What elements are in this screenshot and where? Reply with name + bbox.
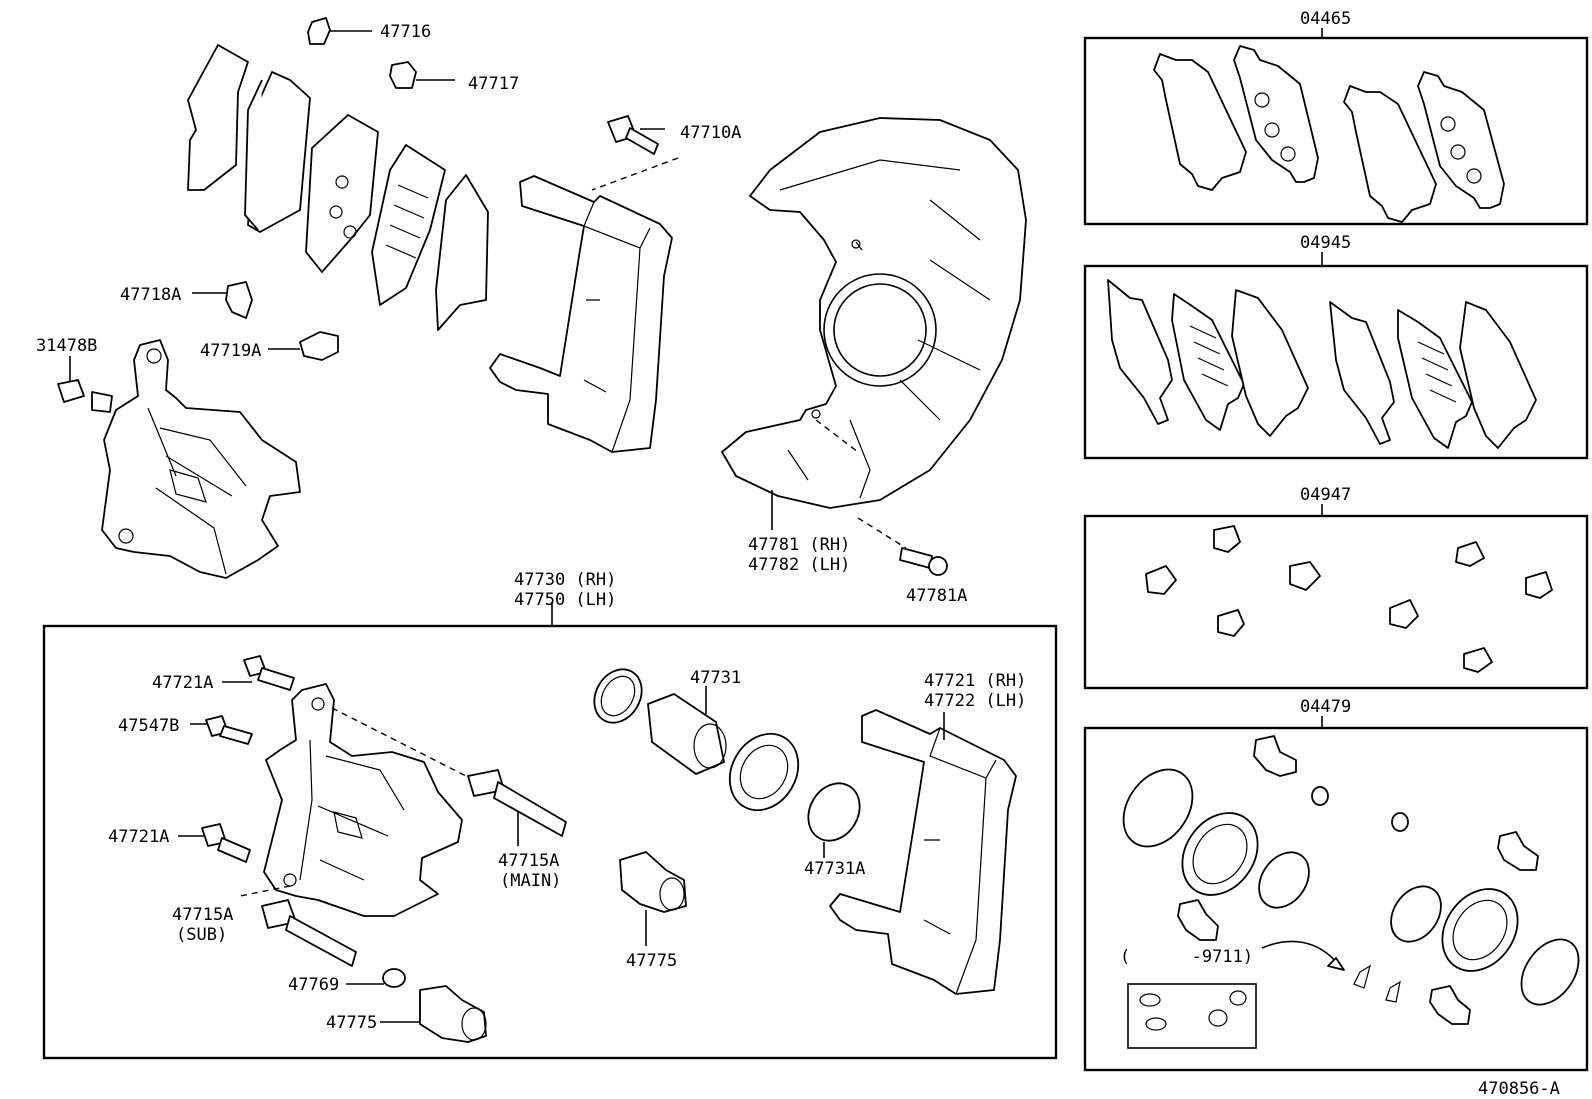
diagram-reference-number: 470856-A <box>1478 1079 1560 1099</box>
kit-04465-box <box>1083 36 1589 226</box>
clip-47717 <box>389 61 455 89</box>
label-47717: 47717 <box>468 74 519 94</box>
part-labels: 47716 47717 47710A 47718A 47719A 31478B … <box>36 9 1560 1099</box>
clip-47716 <box>307 17 372 45</box>
label-date-range: ( -9711) <box>1120 947 1253 967</box>
label-kit-04945: 04945 <box>1300 233 1351 253</box>
disc-dust-cover <box>721 117 1027 530</box>
kit-04947-clips <box>1145 525 1553 673</box>
label-47781-rh: 47781 (RH) <box>748 535 850 555</box>
label-47718A: 47718A <box>120 285 181 305</box>
clip-47718A <box>192 281 253 319</box>
label-47547B: 47547B <box>118 716 179 736</box>
kit-04479-box <box>1083 726 1589 1072</box>
mounting-bracket-top <box>489 175 673 453</box>
label-47719A: 47719A <box>200 341 261 361</box>
kit-04465-pads <box>1153 45 1505 223</box>
label-47722-lh: 47722 (LH) <box>924 691 1026 711</box>
label-47715A-sub: 47715A <box>172 905 233 925</box>
label-47731A: 47731A <box>804 859 865 879</box>
label-47782-lh: 47782 (LH) <box>748 555 850 575</box>
label-47730-rh: 47730 (RH) <box>514 570 616 590</box>
label-kit-04479: 04479 <box>1300 697 1351 717</box>
pad-shim-group <box>187 44 489 331</box>
kit-04479-seals <box>1122 735 1580 1049</box>
cylinder-assembly-left <box>57 339 301 579</box>
label-47716: 47716 <box>380 22 431 42</box>
kit-04945-box <box>1083 264 1589 460</box>
bolt-47781A <box>815 419 948 576</box>
label-kit-04465: 04465 <box>1300 9 1351 29</box>
caliper-assembly-box <box>42 624 1058 1060</box>
label-sub: (SUB) <box>176 925 227 945</box>
label-47721-rh: 47721 (RH) <box>924 671 1026 691</box>
kit-04945-shims <box>1107 279 1537 449</box>
label-47715A-main: 47715A <box>498 851 559 871</box>
label-31478B: 31478B <box>36 336 97 356</box>
caliper-assembly-parts <box>178 655 1017 1043</box>
label-47750-lh: 47750 (LH) <box>514 590 616 610</box>
label-47781A: 47781A <box>906 586 967 606</box>
clip-47719A <box>268 331 339 361</box>
kit-04947-box <box>1083 514 1589 690</box>
label-47710A: 47710A <box>680 123 741 143</box>
label-47721A-lower: 47721A <box>108 827 169 847</box>
bolt-47710A <box>591 115 679 191</box>
label-47775-lower: 47775 <box>326 1013 377 1033</box>
label-47721A-upper: 47721A <box>152 673 213 693</box>
label-47769: 47769 <box>288 975 339 995</box>
label-47775-middle: 47775 <box>626 951 677 971</box>
label-main: (MAIN) <box>500 871 561 891</box>
label-47731: 47731 <box>690 668 741 688</box>
label-kit-04947: 04947 <box>1300 485 1351 505</box>
